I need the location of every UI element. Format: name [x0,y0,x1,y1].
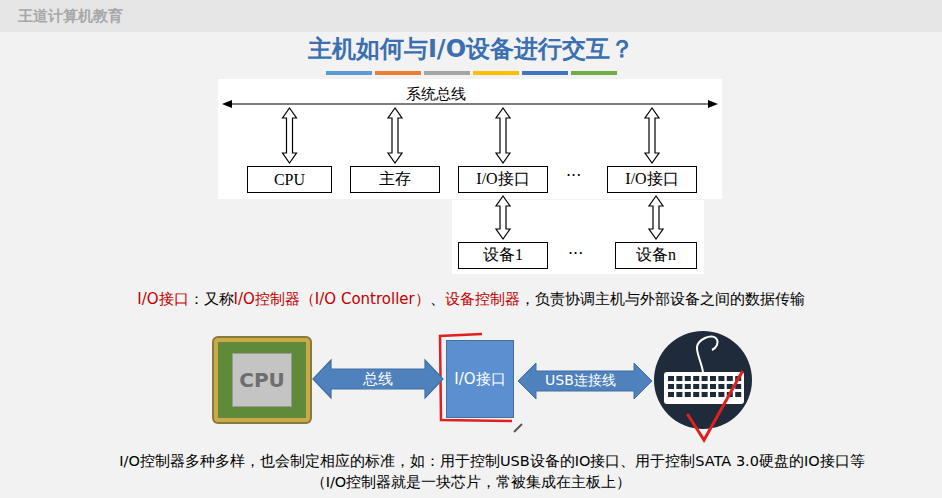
definition-line: I/O接口：又称I/O控制器（I/O Controller）、设备控制器，负责协… [0,290,942,309]
title: 主机如何与I/O设备进行交互？ [0,33,942,65]
bus-arrow [645,108,659,163]
pencil-icon [514,424,522,432]
label-text: USB连接线 [545,372,616,390]
note-text: ，负责协调主机与外部设备之间的数据传输 [520,290,805,308]
label-text: （I/O控制器就是一块芯片，常被集成在主板上） [0,473,942,492]
node-text: CPU [232,353,292,407]
ellipsis: ··· [568,244,583,263]
header-band [0,0,942,32]
node-text: 设备1 [483,245,523,266]
cpu-chip: CPU [214,338,310,422]
node-text: I/O接口 [476,169,529,190]
connector-label: 总线 [363,370,393,389]
label-text: I/O控制器多种多样，也会制定相应的标准，如：用于控制USB设备的IO接口、用于… [0,452,942,471]
node-text: I/O接口 [625,169,678,190]
connector-arrow [313,360,443,398]
bus-arrow [283,108,297,163]
watermark: 王道计算机教育 [18,7,123,26]
ellipsis: ··· [566,166,581,185]
process-box: 主存 [350,166,440,193]
io-interface-box: I/O接口 [446,340,514,418]
node-text: I/O接口 [454,369,505,389]
highlight-term: 设备控制器 [445,290,520,308]
device-box: 设备n [615,242,697,269]
highlight-term: I/O控制器（I/O Controller） [234,290,430,308]
system-bus [222,100,718,108]
usb-arrow [518,363,652,399]
bus-arrow [388,108,402,163]
process-box: CPU [247,166,332,193]
label-text: 系统总线 [406,85,466,104]
connector-arrow [496,196,510,239]
note-text: 、 [430,290,445,308]
device-box: 设备1 [458,242,548,269]
highlight-term: I/O接口 [137,290,188,308]
top-panel [218,79,722,199]
node-text: CPU [274,171,305,189]
process-box: I/O接口 [458,166,548,193]
connector-arrow [649,196,663,239]
process-box: I/O接口 [607,166,697,193]
bus-arrow [496,108,510,163]
title-color-bars [326,71,617,75]
node-text: 主存 [379,169,411,190]
note-text: ：又称 [189,290,234,308]
node-text: 设备n [636,245,676,266]
red-check [688,372,742,440]
device-panel [452,200,704,274]
